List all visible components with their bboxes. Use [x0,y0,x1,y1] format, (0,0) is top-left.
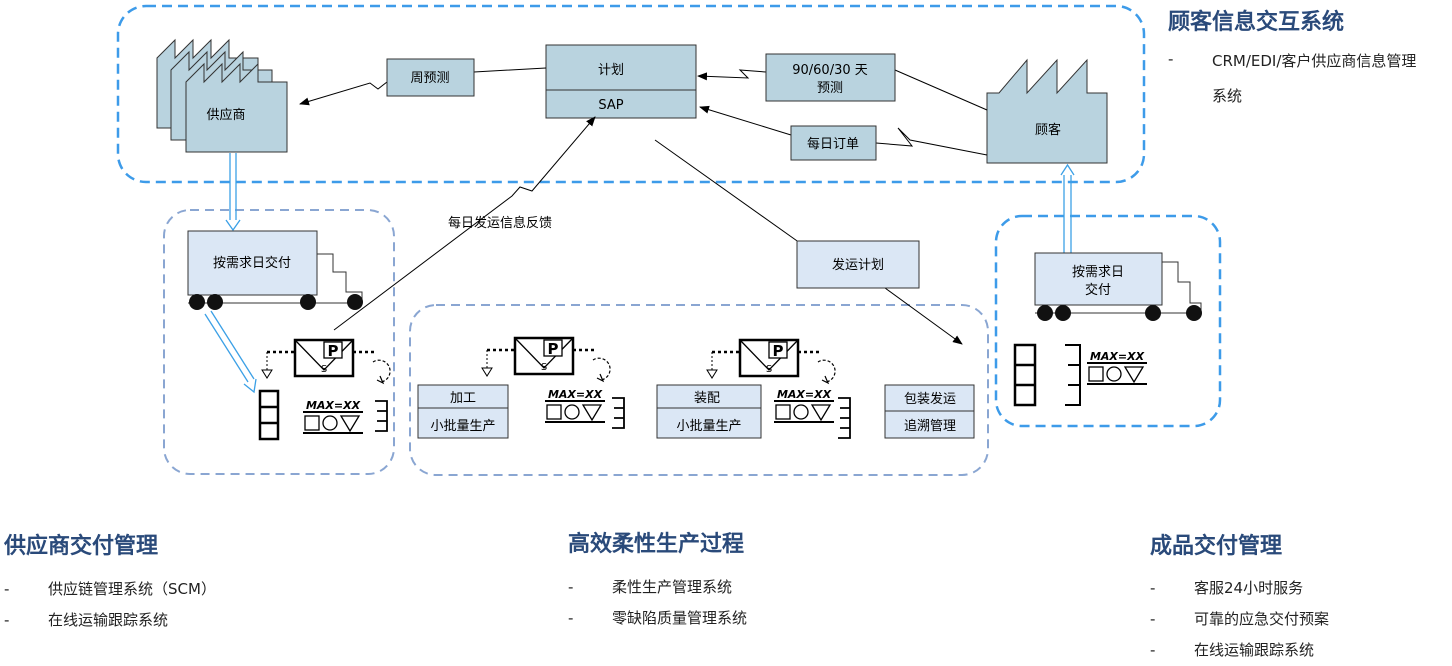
proc1-bottom-label: 小批量生产 [430,419,495,434]
right-truck [1034,252,1202,321]
list-item: -在线运输跟踪系统 [4,611,169,629]
pull-signal-icon: PS [706,338,836,385]
daily-order-box [790,125,877,161]
fifo-lane-icon: MAX=XX [1087,350,1147,385]
customer-label: 顾客 [1035,122,1061,138]
proc3-bottom-label: 追溯管理 [904,418,956,434]
kanban-post-icon [612,397,625,429]
kanban-post-icon [375,400,388,432]
weekly-forecast-box [386,58,475,97]
proc1-top-label: 加工 [450,391,476,406]
proc2-bottom-label: 小批量生产 [676,419,741,434]
supplier-inventory-icon [258,389,280,441]
process-s-label: S [321,364,327,375]
shipping-plan-box [796,240,920,289]
pull-signal-icon: PS [481,336,611,383]
customer-info-region [116,4,1146,184]
pull-signal-icon: PS [261,338,391,385]
right-truck-label-line2: 交付 [1085,282,1111,298]
delivery-title: 成品交付管理 [1150,534,1283,559]
shipping-plan-arrow [654,139,962,344]
fifo-lane-icon: MAX=XX [774,388,834,423]
forecast-label-line1: 90/60/30 天 [792,63,868,78]
sap-label: SAP [598,98,623,113]
daily-order-label: 每日订单 [807,136,859,152]
finished-inventory-icon [1013,343,1081,407]
list-item: -零缺陷质量管理系统 [568,609,748,627]
max-label: MAX=XX [1090,350,1145,363]
customer-factory [986,58,1108,164]
plan-box [545,44,697,119]
process-s-label: S [766,364,772,375]
list-item: -在线运输跟踪系统 [1150,641,1315,659]
bullet-dash: - [1168,50,1174,68]
process-p-label: P [548,340,559,358]
list-item: -客服24小时服务 [1150,579,1304,597]
customer-info-item-line1: CRM/EDI/客户供应商信息管理 [1212,52,1417,70]
supplier-to-truck-arrow [225,153,241,232]
process-p-label: P [328,342,339,360]
max-label: MAX=XX [777,388,832,401]
proc3-top-label: 包装发运 [904,391,956,407]
fifo-lane-icon: MAX=XX [545,388,605,423]
truck-to-inventory-arrow [204,310,257,394]
forecast-label-line2: 预测 [817,81,843,96]
list-item: -可靠的应急交付预案 [1150,610,1330,628]
production-list: -柔性生产管理系统 -零缺陷质量管理系统 [568,572,868,634]
shipping-feedback-label: 每日发运信息反馈 [448,215,552,231]
shipping-feedback-arrow [333,116,596,331]
supplier-mgmt-title: 供应商交付管理 [4,534,159,559]
proc2-top-label: 装配 [694,391,720,406]
shipping-plan-label: 发运计划 [832,257,884,273]
supplier-mgmt-list: -供应链管理系统（SCM） -在线运输跟踪系统 [4,574,304,636]
max-label: MAX=XX [306,399,361,412]
weekly-forecast-arrow [300,67,547,104]
process-s-label: S [541,362,547,373]
delivery-list: -客服24小时服务 -可靠的应急交付预案 -在线运输跟踪系统 [1150,573,1440,666]
forecast-arrow [698,70,988,111]
forecast-box [765,53,896,102]
proc2-box [656,384,762,439]
production-region [409,304,989,476]
customer-info-title: 顾客信息交互系统 [1168,10,1345,35]
left-truck [187,230,363,310]
weekly-forecast-label: 周预测 [410,71,449,86]
right-truck-label-line1: 按需求日 [1072,265,1124,280]
truck-to-customer-arrow [1060,163,1075,253]
supplier-delivery-region [163,209,395,475]
supplier-label: 供应商 [206,107,245,123]
kanban-post-icon [838,397,851,439]
list-item: -供应链管理系统（SCM） [4,580,216,598]
daily-order-arrow [700,107,988,156]
process-p-label: P [773,342,784,360]
fifo-lane-icon: MAX=XX [303,399,363,434]
left-truck-label: 按需求日交付 [213,255,291,271]
customer-info-item-line2: 系统 [1212,87,1243,105]
proc1-box [417,384,509,439]
list-item: -柔性生产管理系统 [568,578,733,596]
finished-delivery-region [994,214,1222,428]
production-title: 高效柔性生产过程 [568,532,745,557]
plan-label: 计划 [598,63,624,78]
max-label: MAX=XX [548,388,603,401]
supplier-factory [156,38,288,153]
